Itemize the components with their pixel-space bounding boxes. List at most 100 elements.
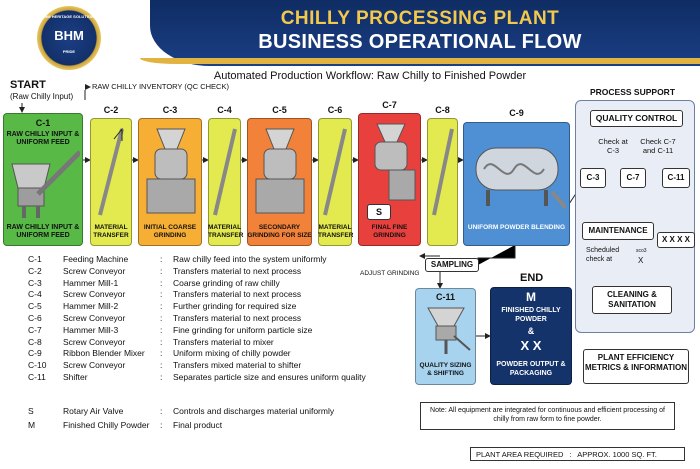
title-line-1: CHILLY PROCESSING PLANT (280, 8, 560, 29)
inventory-label: RAW CHILLY INVENTORY (QC CHECK) (92, 82, 229, 91)
legend-code: C-7 (28, 324, 42, 335)
legend-description: Fine grinding for uniform particle size (173, 324, 313, 335)
legend-code: C-8 (28, 336, 42, 347)
legend-colon: : (160, 265, 163, 276)
check-at-c3: Check at C-3 (598, 137, 628, 155)
qc-point-c11[interactable]: C-11 (662, 168, 690, 188)
legend-description: Coarse grinding of raw chilly (173, 277, 280, 288)
ribbon-blender-icon (475, 147, 566, 210)
header-banner (150, 0, 700, 66)
cleaning-sanitation-box[interactable]: CLEANING & SANITATION (592, 286, 672, 314)
quality-control-box[interactable]: QUALITY CONTROL (590, 110, 683, 127)
process-support-title: PROCESS SUPPORT (590, 87, 676, 97)
area-colon: : (569, 450, 572, 459)
legend-code: C-4 (28, 289, 42, 300)
stage-c4-label: MATERIAL TRANSFER (208, 224, 244, 239)
hammer-mill-3-icon (374, 123, 416, 201)
subtitle: Automated Production Workflow: Raw Chill… (213, 70, 527, 82)
legend-equipment: Ribbon Blender Mixer (63, 348, 145, 359)
hammer-mill-1-icon (146, 128, 196, 214)
legend-code: C-2 (28, 265, 42, 276)
stage-c5-label: SECONDARY GRINDING FOR SIZE (247, 224, 312, 239)
legend-equipment: Shifter (63, 372, 88, 382)
legend-colon: : (160, 406, 163, 416)
title-line-2: BUSINESS OPERATIONAL FLOW (258, 31, 582, 53)
end-box[interactable] (490, 287, 572, 385)
maintenance-box[interactable]: MAINTENANCE (582, 222, 654, 240)
stage-c7-label: FINAL FINE GRINDING (371, 224, 408, 239)
legend-code: C-5 (28, 301, 42, 312)
legend-colon: : (160, 336, 163, 347)
stage-c1-label: RAW CHILLY INPUT & UNIFORM FEED (6, 224, 80, 239)
legend-description: Further grinding for required size (173, 301, 297, 312)
legend-description: Controls and discharges material uniform… (173, 406, 335, 416)
legend-description: Final product (173, 420, 223, 430)
scheduled-check-label: Scheduled check at (586, 247, 620, 263)
end-label: END (520, 272, 544, 284)
adjust-grinding-label: ADJUST GRINDING (360, 270, 420, 277)
end-xx: X X (520, 338, 542, 353)
stage-c1-top-label: RAW CHILLY INPUT & UNIFORM FEED (6, 131, 80, 146)
legend-equipment: Hammer Mill-2 (63, 301, 119, 312)
legend-colon: : (160, 348, 163, 359)
logo-ring-text: BHM HERITAGE SOLUTIONS (41, 14, 97, 19)
bhm-logo-seal (37, 6, 101, 70)
legend-equipment: Hammer Mill-3 (63, 324, 119, 335)
efficiency-box[interactable]: PLANT EFFICIENCY METRICS & INFORMATION (583, 349, 689, 384)
legend-colon: : (160, 360, 163, 371)
screw-conveyor-icon (98, 127, 124, 216)
screw-conveyor-icon (432, 128, 454, 216)
legend-description: Transfers material to next process (173, 289, 302, 300)
legend-equipment: Screw Conveyor (63, 336, 126, 347)
legend-code: C-3 (28, 277, 42, 288)
legend-colon: : (160, 420, 163, 430)
stage-c9-id: C-9 (509, 108, 524, 118)
qc-point-c7[interactable]: C-7 (620, 168, 646, 188)
end-m: M (526, 290, 536, 304)
stage-c6-label: MATERIAL TRANSFER (318, 224, 354, 239)
stage-c11-id: C-11 (435, 292, 455, 302)
area-value: APPROX. 1000 SQ. FT. (577, 450, 657, 459)
legend-colon: : (160, 254, 163, 264)
feeding-machine-icon (11, 150, 80, 218)
stage-c11-label: QUALITY SIZING & SHIFTING (419, 362, 472, 377)
legend-description: Transfers material to next process (173, 265, 302, 276)
legend-equipment: Screw Conveyor (63, 265, 126, 276)
end-line1: FINISHED CHILLY POWDER (501, 307, 561, 323)
legend-description: Raw chilly feed into the system uniforml… (173, 254, 327, 264)
legend-code: C-9 (28, 348, 42, 359)
stage-c6[interactable] (318, 118, 352, 246)
sampling-box[interactable]: SAMPLING (425, 258, 479, 272)
legend-equipment: Screw Conveyor (63, 313, 126, 323)
legend-equipment: Screw Conveyor (63, 289, 126, 300)
qc-point-c3[interactable]: C-3 (580, 168, 606, 188)
check-c7-c11: Check C-7 and C-11 (640, 137, 676, 155)
stage-c4-id: C-4 (217, 105, 232, 115)
legend-equipment: Finished Chilly Powder (63, 420, 150, 430)
logo-pride: PRIDE (62, 49, 76, 54)
legend-description: Transfers material to next process (173, 313, 302, 323)
stage-c1-id: C-1 (35, 118, 51, 128)
legend-code: C-6 (28, 313, 42, 323)
header-gold-stripe (140, 58, 700, 64)
start-sub: (Raw Chilly Input) (10, 92, 74, 101)
legend-colon: : (160, 301, 163, 312)
hammer-mill-2-icon (255, 128, 305, 214)
legend-colon: : (160, 289, 163, 300)
integration-note: Note: All equipment are integrated for c… (420, 402, 675, 430)
legend-code: C-11 (28, 372, 46, 382)
stage-c2-label: MATERIAL TRANSFER (93, 224, 129, 239)
legend-description: Separates particle size and ensures unif… (173, 372, 366, 382)
end-line2: POWDER OUTPUT & PACKAGING (496, 361, 566, 377)
legend-equipment: Hammer Mill-1 (63, 277, 119, 288)
stage-c2[interactable] (90, 118, 132, 246)
area-label: PLANT AREA REQUIRED (476, 450, 564, 459)
legend-description: Transfers material to mixer (173, 336, 274, 347)
legend-equipment: Screw Conveyor (63, 360, 126, 371)
maintenance-xxxx-box[interactable]: X X X X (657, 232, 695, 248)
legend-code: M (28, 420, 36, 430)
screw-conveyor-icon (213, 128, 237, 216)
legend-description: Transfers mixed material to shifter (173, 360, 302, 371)
legend-colon: : (160, 324, 163, 335)
logo-initials: BHM (54, 28, 84, 43)
